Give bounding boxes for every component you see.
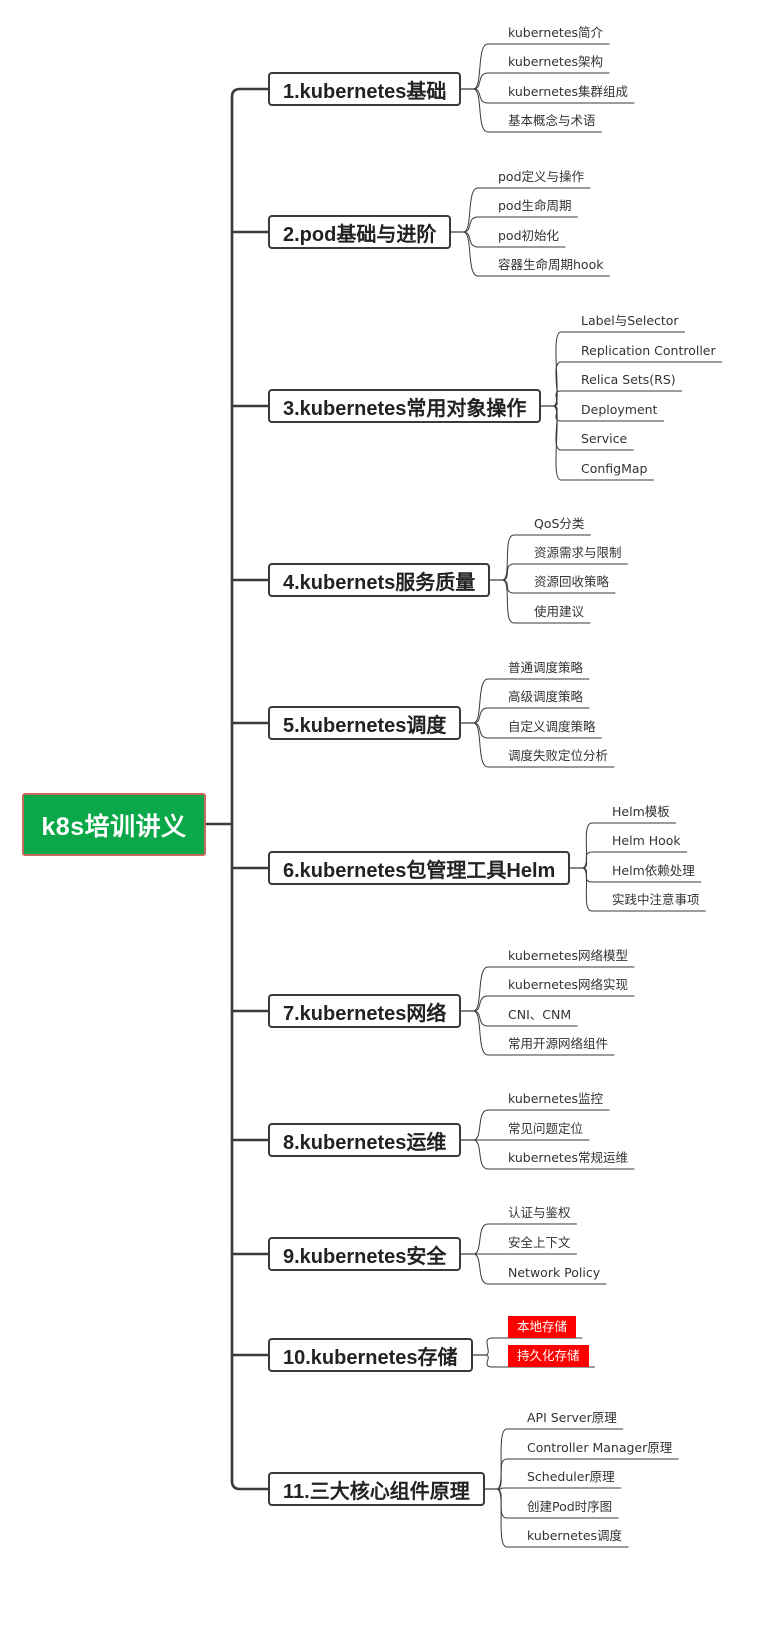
leaf-topic[interactable]: Label与Selector xyxy=(581,313,679,328)
leaf-connector xyxy=(472,722,603,739)
leaf-topic[interactable]: 常用开源网络组件 xyxy=(508,1036,609,1051)
leaf-topic[interactable]: kubernetes集群组成 xyxy=(508,84,629,99)
leaf-topic[interactable]: 使用建议 xyxy=(534,604,585,619)
leaf-topic[interactable]: kubernetes网络模型 xyxy=(508,948,629,963)
leaf-topic[interactable]: 创建Pod时序图 xyxy=(527,1499,613,1514)
leaf-connector xyxy=(552,405,654,481)
branch-node[interactable]: 3.kubernetes常用对象操作 xyxy=(268,389,542,423)
leaf-connector xyxy=(462,231,610,277)
leaf-connector xyxy=(472,43,610,90)
leaf-connector xyxy=(496,1487,622,1490)
leaf-topic[interactable]: CNI、CNM xyxy=(508,1007,572,1022)
leaf-topic[interactable]: 资源需求与限制 xyxy=(534,545,622,560)
leaf-topic[interactable]: Helm依赖处理 xyxy=(612,863,695,878)
leaf-topic[interactable]: kubernetes监控 xyxy=(508,1091,604,1106)
leaf-topic[interactable]: 容器生命周期hook xyxy=(498,257,604,272)
leaf-connector xyxy=(501,534,591,581)
leaf-connector xyxy=(472,707,590,724)
leaf-topic[interactable]: API Server原理 xyxy=(527,1410,617,1425)
branch-node[interactable]: 4.kubernets服务质量 xyxy=(268,563,491,597)
leaf-connector xyxy=(501,579,591,624)
leaf-topic[interactable]: kubernetes架构 xyxy=(508,54,604,69)
leaf-topic[interactable]: 高级调度策略 xyxy=(508,689,584,704)
branch-node[interactable]: 6.kubernetes包管理工具Helm xyxy=(268,851,571,885)
leaf-topic[interactable]: ConfigMap xyxy=(581,461,648,476)
leaf-connector xyxy=(484,1337,583,1356)
leaf-connector xyxy=(472,1253,607,1285)
leaf-topic[interactable]: kubernetes简介 xyxy=(508,25,604,40)
branch-node[interactable]: 8.kubernetes运维 xyxy=(268,1123,462,1157)
leaf-topic[interactable]: Network Policy xyxy=(508,1265,601,1280)
leaf-topic[interactable]: QoS分类 xyxy=(534,516,585,531)
leaf-connector xyxy=(472,678,590,724)
leaf-topic-highlighted[interactable]: 本地存储 xyxy=(508,1316,577,1338)
leaf-topic[interactable]: kubernetes调度 xyxy=(527,1528,623,1543)
leaf-topic[interactable]: Helm模板 xyxy=(612,804,670,819)
leaf-topic-highlighted[interactable]: 持久化存储 xyxy=(508,1345,589,1367)
leaf-topic[interactable]: Scheduler原理 xyxy=(527,1469,615,1484)
leaf-topic[interactable]: 资源回收策略 xyxy=(534,574,610,589)
leaf-connector xyxy=(581,822,677,869)
branch-node[interactable]: 5.kubernetes调度 xyxy=(268,706,462,740)
leaf-topic[interactable]: 认证与鉴权 xyxy=(508,1205,571,1220)
leaf-connector xyxy=(472,722,615,768)
leaf-topic[interactable]: pod初始化 xyxy=(498,228,560,243)
leaf-connector xyxy=(472,72,610,90)
leaf-topic[interactable]: Relica Sets(RS) xyxy=(581,372,676,387)
leaf-connector xyxy=(472,88,603,133)
leaf-connector xyxy=(496,1488,629,1548)
leaf-connector xyxy=(552,331,686,407)
leaf-connector xyxy=(472,995,635,1012)
leaf-topic[interactable]: 安全上下文 xyxy=(508,1235,571,1250)
root-node[interactable]: k8s培训讲义 xyxy=(22,793,206,856)
leaf-topic[interactable]: 自定义调度策略 xyxy=(508,719,596,734)
leaf-connector xyxy=(462,216,579,233)
leaf-connector xyxy=(581,851,688,869)
leaf-connector xyxy=(462,187,591,233)
branch-connector xyxy=(230,1479,270,1491)
leaf-connector xyxy=(472,1010,578,1027)
leaf-connector xyxy=(496,1428,624,1490)
leaf-topic[interactable]: 普通调度策略 xyxy=(508,660,584,675)
leaf-connector xyxy=(472,1109,610,1141)
leaf-connector xyxy=(472,1139,635,1170)
leaf-connector xyxy=(472,966,635,1012)
leaf-connector xyxy=(501,563,629,581)
branch-node[interactable]: 2.pod基础与进阶 xyxy=(268,215,452,249)
leaf-topic[interactable]: Deployment xyxy=(581,402,658,417)
leaf-connector xyxy=(484,1354,596,1368)
leaf-connector xyxy=(552,390,683,407)
leaf-connector xyxy=(501,579,616,594)
leaf-connector xyxy=(496,1458,679,1490)
branch-node[interactable]: 7.kubernetes网络 xyxy=(268,994,462,1028)
leaf-connector xyxy=(581,867,707,912)
leaf-topic[interactable]: Service xyxy=(581,431,628,446)
leaf-topic[interactable]: kubernetes网络实现 xyxy=(508,977,629,992)
leaf-topic[interactable]: Helm Hook xyxy=(612,833,681,848)
leaf-connector xyxy=(472,88,635,104)
leaf-topic[interactable]: 调度失败定位分析 xyxy=(508,748,609,763)
leaf-topic[interactable]: kubernetes常规运维 xyxy=(508,1150,629,1165)
branch-node[interactable]: 1.kubernetes基础 xyxy=(268,72,462,106)
branch-node[interactable]: 10.kubernetes存储 xyxy=(268,1338,473,1372)
leaf-connector xyxy=(462,231,566,248)
leaf-topic[interactable]: pod生命周期 xyxy=(498,198,572,213)
branch-node[interactable]: 9.kubernetes安全 xyxy=(268,1237,462,1271)
leaf-topic[interactable]: Controller Manager原理 xyxy=(527,1440,673,1455)
leaf-connector xyxy=(552,361,723,407)
leaf-connector xyxy=(472,1010,615,1056)
leaf-topic[interactable]: 基本概念与术语 xyxy=(508,113,596,128)
leaf-topic[interactable]: Replication Controller xyxy=(581,343,716,358)
leaf-topic[interactable]: pod定义与操作 xyxy=(498,169,585,184)
branch-connector xyxy=(230,87,270,99)
leaf-topic[interactable]: 实践中注意事项 xyxy=(612,892,700,907)
leaf-topic[interactable]: 常见问题定位 xyxy=(508,1121,584,1136)
branch-node[interactable]: 11.三大核心组件原理 xyxy=(268,1472,485,1506)
leaf-connector xyxy=(472,1223,578,1255)
